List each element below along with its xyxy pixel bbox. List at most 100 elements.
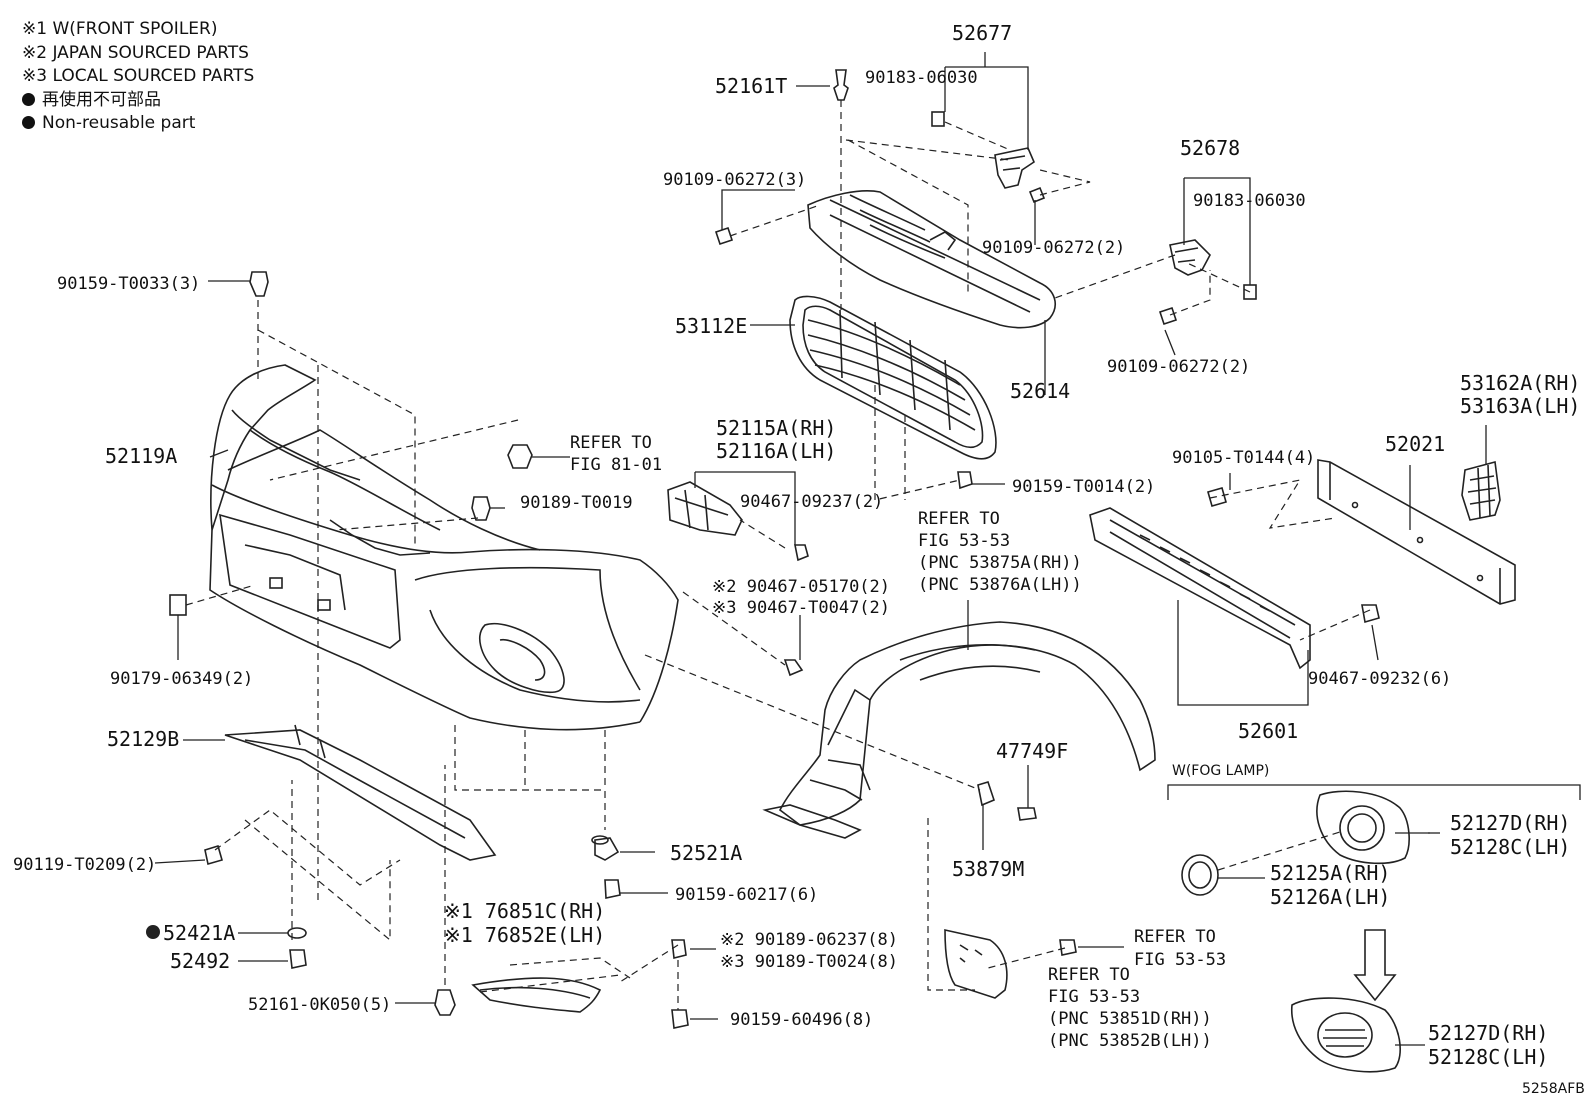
label-53163a: 53163A(LH) bbox=[1460, 394, 1580, 418]
washer-icon bbox=[287, 927, 307, 939]
fog-bezel-top bbox=[1316, 790, 1410, 865]
bullet-icon bbox=[22, 116, 35, 129]
label-90109-06272-3: 90109-06272(3) bbox=[663, 170, 806, 190]
label-refer-5353a-3: (PNC 53875A(RH)) bbox=[918, 553, 1082, 573]
label-47749f: 47749F bbox=[996, 739, 1068, 763]
label-52421a-group: 52421A bbox=[146, 921, 235, 945]
label-refer-5353c-1: REFER TO bbox=[1048, 965, 1130, 985]
label-refer-81-2: FIG 81-01 bbox=[570, 455, 662, 475]
label-52129b: 52129B bbox=[107, 727, 179, 751]
label-fog-lamp-group: W(FOG LAMP) bbox=[1172, 763, 1269, 779]
label-52126a: 52126A(LH) bbox=[1270, 885, 1390, 909]
nut-icon bbox=[169, 594, 187, 616]
label-refer-5353b-2: FIG 53-53 bbox=[1134, 950, 1226, 970]
note-japan-sourced: ※2 JAPAN SOURCED PARTS bbox=[22, 42, 249, 63]
fog-bezel-bottom bbox=[1290, 997, 1401, 1073]
nut-icon bbox=[794, 544, 809, 562]
bolt-icon bbox=[1059, 939, 1077, 956]
front-grille bbox=[789, 295, 997, 460]
label-90159-t0033: 90159-T0033(3) bbox=[57, 274, 200, 294]
leader-lines bbox=[154, 52, 1487, 1046]
bullet-icon bbox=[22, 92, 35, 106]
bolt-icon bbox=[1158, 306, 1178, 326]
label-52521a: 52521A bbox=[670, 841, 742, 865]
bolt-icon bbox=[1207, 487, 1227, 507]
label-52115a: 52115A(RH) bbox=[716, 416, 836, 440]
clip-icon bbox=[833, 69, 849, 101]
reinforcement-52021 bbox=[1317, 459, 1516, 605]
diagram-code: 5258AFB bbox=[1522, 1081, 1585, 1097]
side-support bbox=[667, 481, 743, 536]
note-front-spoiler: ※1 W(FRONT SPOILER) bbox=[22, 19, 218, 39]
label-52127d-b: 52127D(RH) bbox=[1428, 1021, 1548, 1045]
label-refer-5353c-2: FIG 53-53 bbox=[1048, 987, 1140, 1007]
absorber-52601 bbox=[1089, 507, 1311, 670]
clip-icon bbox=[434, 989, 456, 1016]
bolt-icon bbox=[671, 1009, 689, 1029]
label-refer-5353c-3: (PNC 53851D(RH)) bbox=[1048, 1009, 1212, 1029]
label-refer-81-1: REFER TO bbox=[570, 433, 652, 453]
bumper-cover bbox=[209, 364, 679, 731]
label-52021: 52021 bbox=[1385, 432, 1445, 456]
label-52125a: 52125A(RH) bbox=[1270, 861, 1390, 885]
part-labels: 52677 90183-06030 52161T 90109-06272(3) … bbox=[13, 21, 1585, 1097]
label-refer-5353a-1: REFER TO bbox=[918, 509, 1000, 529]
bolt-icon bbox=[249, 271, 269, 297]
note-non-reusable-en: Non-reusable part bbox=[22, 112, 254, 136]
label-90179-06349: 90179-06349(2) bbox=[110, 669, 253, 689]
label-90159-60217: 90159-60217(6) bbox=[675, 885, 818, 905]
bolt-icon bbox=[957, 471, 973, 490]
label-90105-t0144: 90105-T0144(4) bbox=[1172, 448, 1315, 468]
legend-notes: ※1 W(FRONT SPOILER) ※2 JAPAN SOURCED PAR… bbox=[22, 18, 254, 136]
fog-ring bbox=[1181, 854, 1219, 896]
label-52421a: 52421A bbox=[163, 921, 235, 945]
dashed-connectors bbox=[185, 100, 1371, 1010]
label-52127d-a: 52127D(RH) bbox=[1450, 811, 1570, 835]
clip-icon bbox=[591, 835, 609, 845]
label-90183-06030-a: 90183-06030 bbox=[865, 68, 978, 88]
label-53112e: 53112E bbox=[675, 314, 747, 338]
fender-liner bbox=[762, 621, 1156, 839]
label-76851c: ※1 76851C(RH) bbox=[444, 899, 605, 923]
clip-52521a bbox=[594, 837, 620, 861]
label-90159-t0014: 90159-T0014(2) bbox=[1012, 477, 1155, 497]
label-90467-09232: 90467-09232(6) bbox=[1308, 669, 1451, 689]
label-refer-5353a-4: (PNC 53876A(LH)) bbox=[918, 575, 1082, 595]
lower-spoiler bbox=[224, 724, 497, 861]
label-53879m: 53879M bbox=[952, 857, 1024, 881]
front-spoiler bbox=[471, 977, 602, 1013]
label-53162a: 53162A(RH) bbox=[1460, 371, 1580, 395]
label-90183-06030-b: 90183-06030 bbox=[1193, 191, 1306, 211]
label-refer-5353b-1: REFER TO bbox=[1134, 927, 1216, 947]
part-drawings bbox=[169, 69, 1581, 1073]
label-76852e: ※1 76852E(LH) bbox=[444, 923, 605, 947]
bolt-icon bbox=[714, 226, 734, 246]
label-90159-60496: 90159-60496(8) bbox=[730, 1010, 873, 1030]
label-90109-06272-2b: 90109-06272(2) bbox=[1107, 357, 1250, 377]
bolt-icon bbox=[204, 844, 223, 866]
clip-icon bbox=[471, 496, 491, 521]
mudguard bbox=[944, 929, 1008, 999]
grille-bracket bbox=[807, 190, 1056, 329]
bolt-icon bbox=[1028, 186, 1046, 204]
side-bracket bbox=[1461, 460, 1501, 521]
bolt-icon bbox=[604, 879, 621, 899]
label-52119a: 52119A bbox=[105, 444, 177, 468]
clip-icon bbox=[977, 781, 995, 807]
clip-icon bbox=[783, 659, 804, 677]
arrow-down-icon bbox=[1353, 929, 1397, 1002]
label-52128c-b: 52128C(LH) bbox=[1428, 1045, 1548, 1069]
label-refer-5353c-4: (PNC 53852B(LH)) bbox=[1048, 1031, 1212, 1051]
label-90109-06272-2a: 90109-06272(2) bbox=[982, 238, 1125, 258]
label-90119-t0209: 90119-T0209(2) bbox=[13, 855, 156, 875]
note-local-sourced: ※3 LOCAL SOURCED PARTS bbox=[22, 66, 255, 86]
clip-icon bbox=[1361, 604, 1380, 624]
non-reusable-bullet-icon bbox=[146, 925, 160, 939]
label-52678: 52678 bbox=[1180, 136, 1240, 160]
label-90467-09237: 90467-09237(2) bbox=[740, 492, 883, 512]
bolt-icon bbox=[289, 949, 307, 969]
label-90189-t0024: ※3 90189-T0024(8) bbox=[720, 952, 898, 972]
label-52161-0k050: 52161-0K050(5) bbox=[248, 995, 391, 1015]
fog-group-bracket bbox=[1167, 784, 1581, 800]
